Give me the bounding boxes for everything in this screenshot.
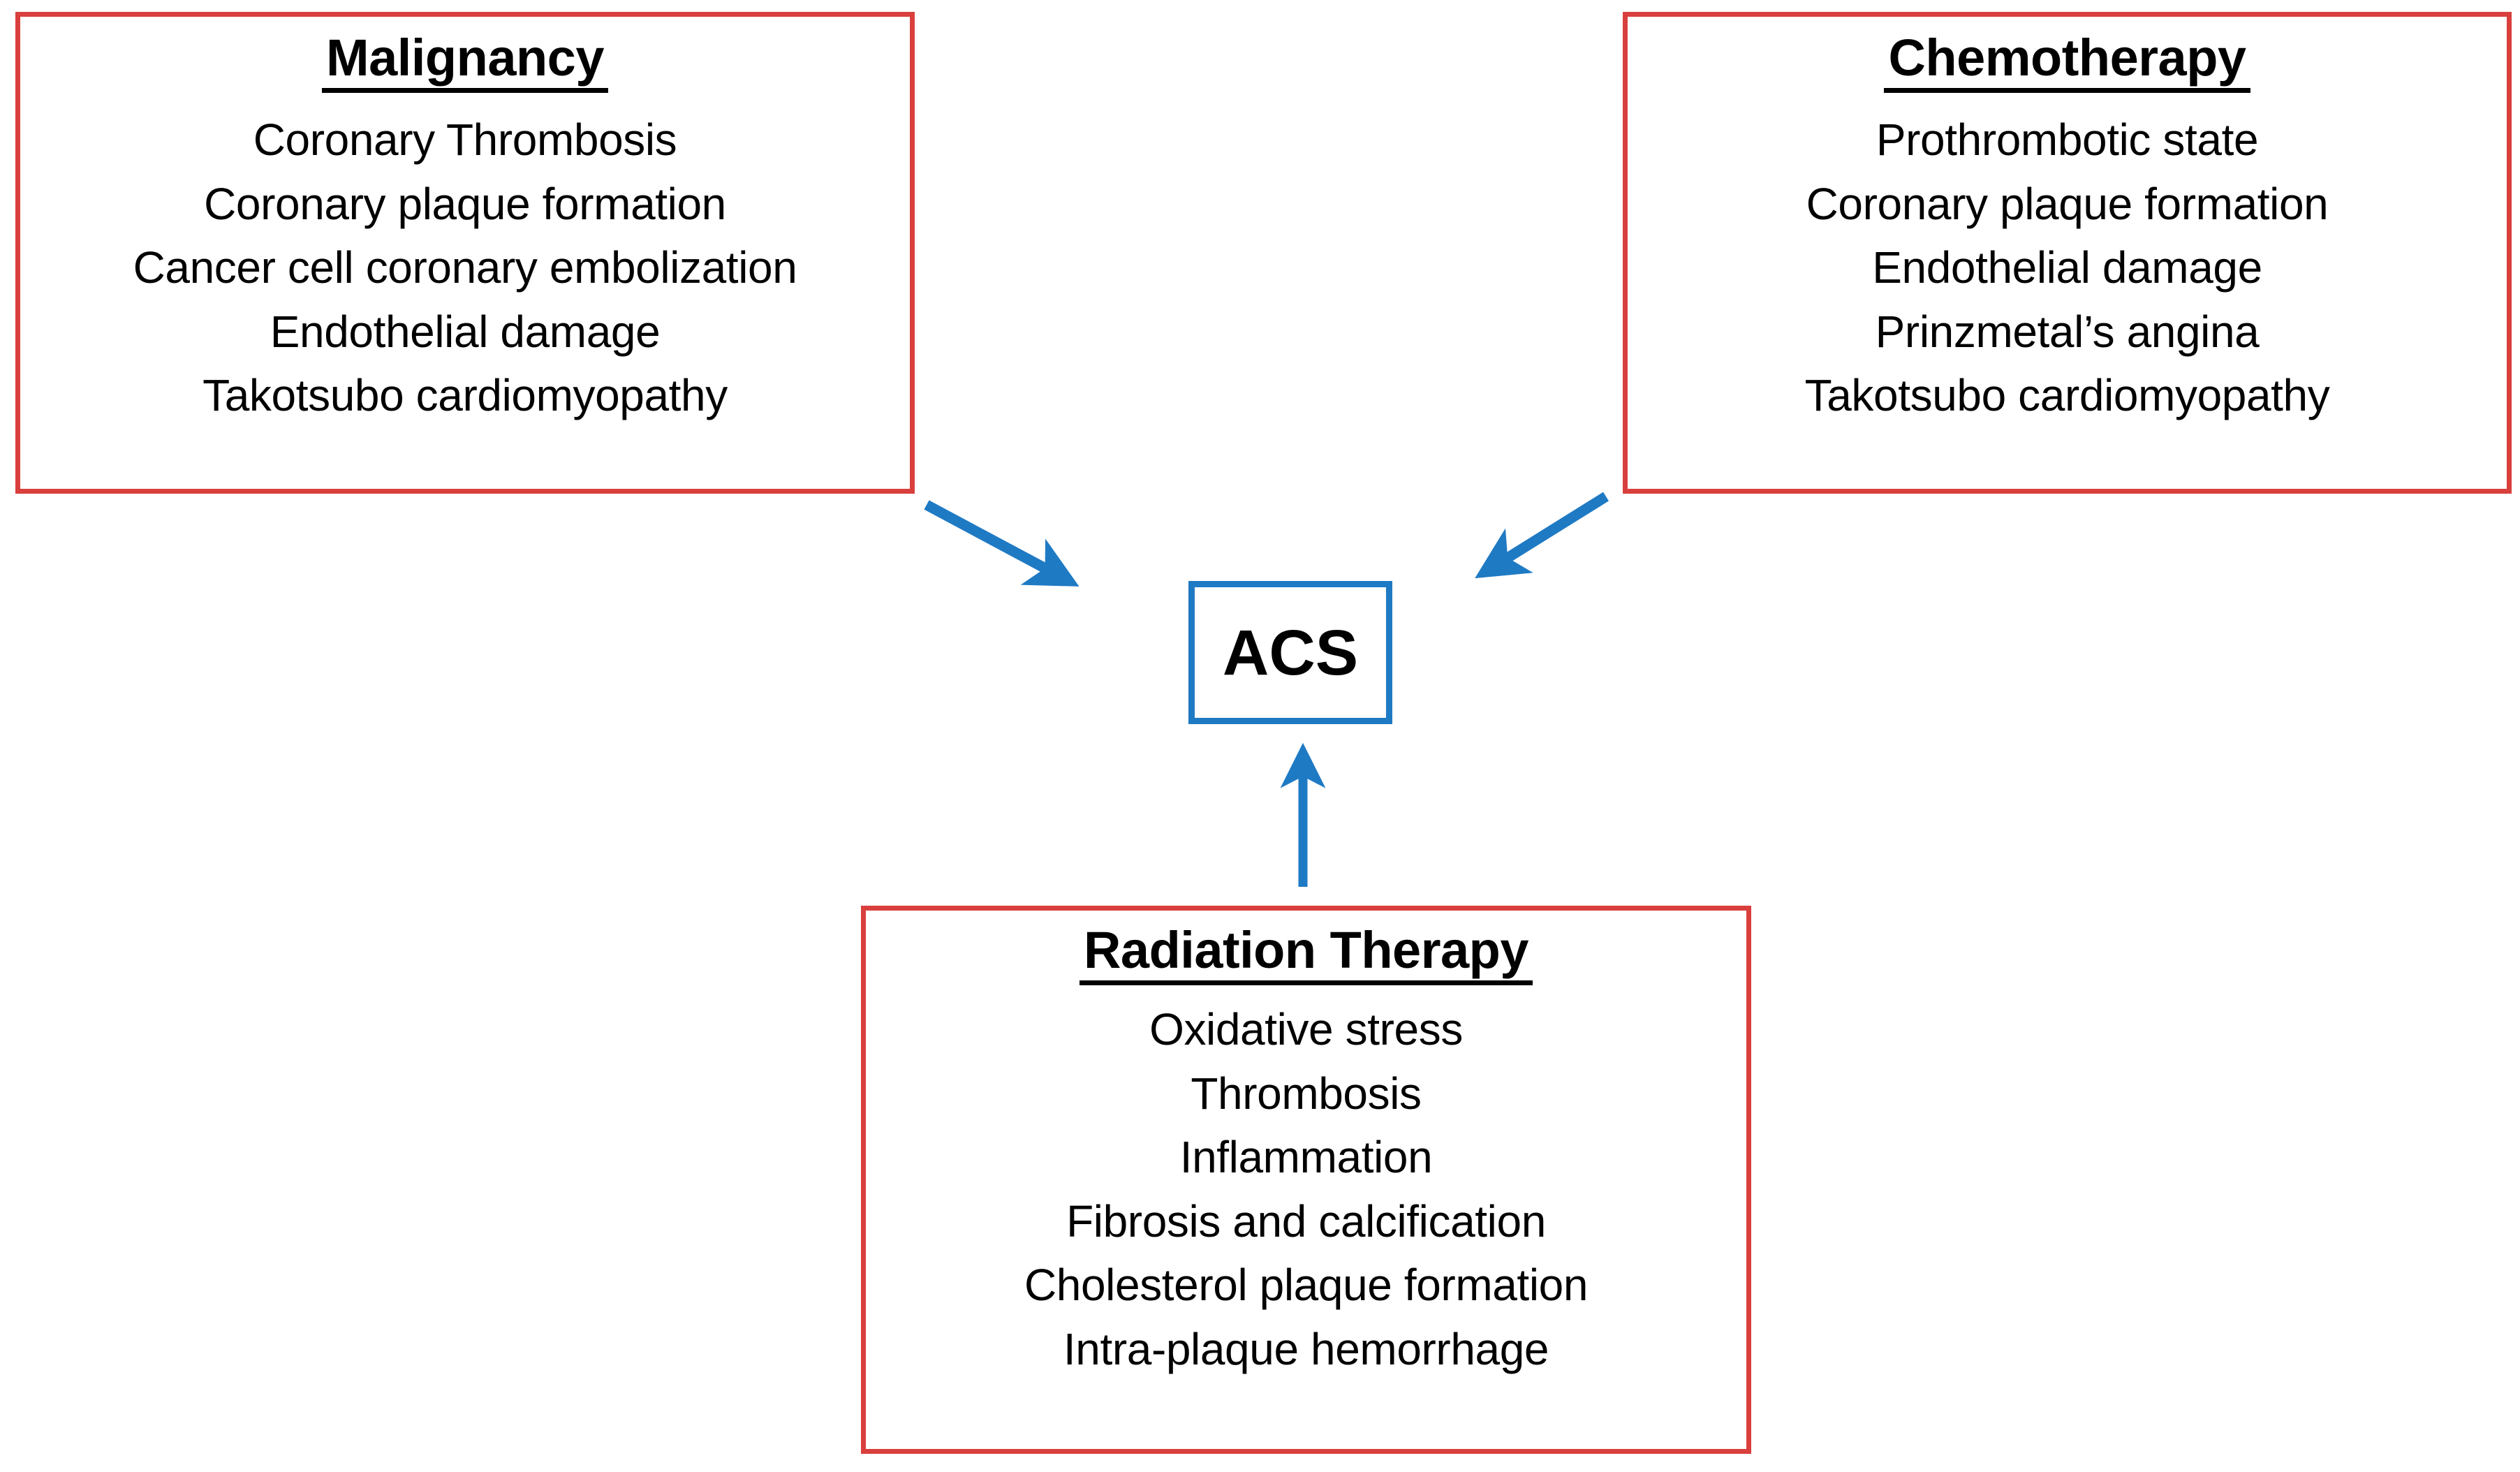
acs-label: ACS [1222, 617, 1359, 689]
box-title-chemotherapy: Chemotherapy [1884, 32, 2250, 93]
list-item: Fibrosis and calcification [1066, 1195, 1546, 1246]
box-title-radiation-therapy: Radiation Therapy [1079, 925, 1533, 985]
list-item: Prinzmetal’s angina [1875, 306, 2260, 357]
list-item: Cancer cell coronary embolization [133, 242, 797, 293]
list-item: Takotsubo cardiomyopathy [1804, 370, 2330, 421]
acs-outcome-box: ACS [1188, 581, 1392, 724]
list-item: Thrombosis [1191, 1068, 1422, 1119]
list-item: Inflammation [1179, 1132, 1433, 1183]
list-item: Cholesterol plaque formation [1024, 1260, 1589, 1311]
arrow-malignancy-to-acs [924, 500, 1080, 587]
box-list-chemotherapy: Prothrombotic state Coronary plaque form… [1628, 108, 2507, 428]
list-item: Coronary plaque formation [1806, 178, 2329, 229]
list-item: Endothelial damage [270, 306, 661, 357]
list-item: Takotsubo cardiomyopathy [202, 370, 728, 421]
factor-box-radiation-therapy: Radiation Therapy Oxidative stress Throm… [861, 906, 1751, 1454]
list-item: Prothrombotic state [1876, 115, 2259, 165]
arrow-chemotherapy-to-acs [1475, 492, 1609, 579]
list-item: Intra-plaque hemorrhage [1063, 1323, 1549, 1374]
box-title-malignancy: Malignancy [322, 32, 608, 93]
list-item: Coronary Thrombosis [253, 115, 677, 165]
box-title-wrap-chemotherapy: Chemotherapy [1628, 32, 2507, 93]
list-item: Endothelial damage [1872, 242, 2262, 293]
box-title-wrap-radiation: Radiation Therapy [866, 925, 1746, 985]
list-item: Coronary plaque formation [204, 178, 726, 229]
factor-box-malignancy: Malignancy Coronary Thrombosis Coronary … [15, 12, 915, 494]
box-list-radiation: Oxidative stress Thrombosis Inflammation… [866, 998, 1746, 1381]
box-title-wrap-malignancy: Malignancy [20, 32, 910, 93]
factor-box-chemotherapy: Chemotherapy Prothrombotic state Coronar… [1623, 12, 2512, 494]
list-item: Oxidative stress [1149, 1004, 1463, 1054]
box-list-malignancy: Coronary Thrombosis Coronary plaque form… [20, 108, 910, 428]
